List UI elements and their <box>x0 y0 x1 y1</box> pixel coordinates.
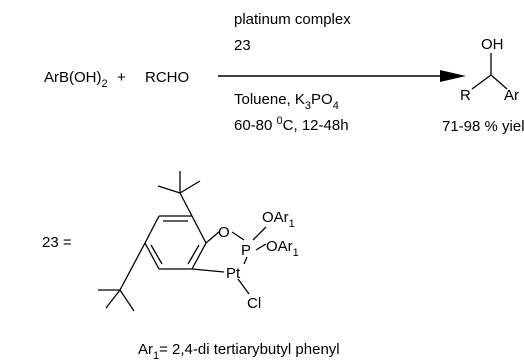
tbu-left-bond <box>119 242 146 291</box>
reactant-arylboronic-acid: ArB(OH)2 <box>44 69 108 90</box>
ring-bond-lower-left <box>144 242 160 270</box>
bond-p-pt <box>243 256 248 265</box>
bond-o-p <box>231 231 245 241</box>
bond-pt-ring <box>191 268 225 273</box>
condition-catalyst-line2: 23 <box>234 37 251 54</box>
bond-ring-o <box>205 230 221 244</box>
condition-temperature-time: 60-80 0C, 12-48h <box>234 115 349 134</box>
atom-cl: Cl <box>247 295 261 312</box>
product-bond-c-r <box>471 74 492 90</box>
bond-pt-cl <box>237 278 250 295</box>
tbu-top-bond <box>179 192 193 217</box>
tbu-left-methyl-down <box>105 289 121 309</box>
ring-double-right <box>187 244 200 265</box>
tbu-left-methyl-right <box>119 289 135 312</box>
tbu-top-methyl-right <box>179 180 201 194</box>
bond-p-oar-right <box>255 243 267 251</box>
group-oar-top: OAr1 <box>262 209 295 230</box>
tbu-top-methyl-left <box>157 185 181 194</box>
group-oar-right: OAr1 <box>266 238 299 259</box>
ring-bond-lower-right <box>191 242 207 270</box>
atom-p: P <box>241 242 251 259</box>
ring-bond-upper-left <box>144 215 160 244</box>
product-oh: OH <box>481 36 504 53</box>
footnote-ar1-definition: Ar1= 2,4-di tertiarybutyl phenyl <box>138 341 340 360</box>
catalyst-label: 23 = <box>42 234 72 251</box>
catalyst-skeleton <box>98 171 267 312</box>
condition-solvent-base: Toluene, K3PO4 <box>234 91 339 112</box>
condition-catalyst-line1: platinum complex <box>234 11 351 28</box>
product-ar: Ar <box>504 87 519 104</box>
reaction-arrow-head <box>440 70 466 82</box>
reactant-aldehyde: RCHO <box>145 69 189 86</box>
ring-bond-upper-right <box>191 215 207 244</box>
bond-p-oar-top <box>252 226 267 241</box>
product-bond-c-ar <box>490 74 508 90</box>
atom-pt: Pt <box>226 265 241 282</box>
ring-double-left <box>150 244 163 265</box>
plus-sign: + <box>117 69 126 86</box>
product-r: R <box>460 87 471 104</box>
product-yield: 71-98 % yield <box>442 118 524 135</box>
atom-o-ring: O <box>218 224 230 241</box>
